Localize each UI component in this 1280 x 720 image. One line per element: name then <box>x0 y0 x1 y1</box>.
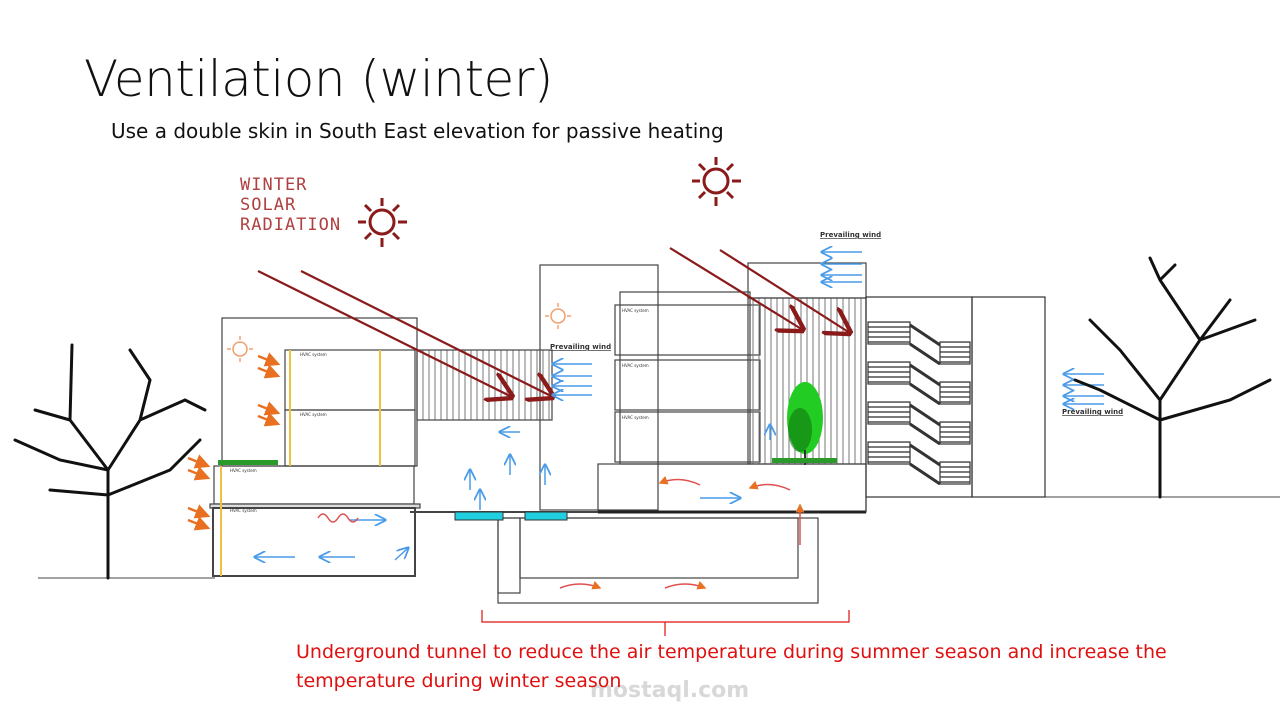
water-pool <box>524 511 568 521</box>
green-roof <box>772 458 837 463</box>
tunnel-bracket <box>481 610 850 636</box>
svg-text:Prevailing wind: Prevailing wind <box>1062 408 1123 416</box>
svg-text:WINTER: WINTER <box>240 175 307 195</box>
sun-icon <box>692 157 741 206</box>
stair-block <box>865 296 1046 498</box>
hvac-label: HVAC system <box>230 468 257 473</box>
tunnel-arrows <box>317 476 805 590</box>
hvac-label: HVAC system <box>622 308 649 313</box>
wind-label: Prevailing wind Prevailing wind Prevaili… <box>550 231 1123 416</box>
watermark: mostaql.com <box>590 678 750 703</box>
small-sun-icon <box>227 303 571 362</box>
svg-text:Prevailing wind: Prevailing wind <box>550 343 611 351</box>
heat-arrows <box>187 352 281 531</box>
hvac-label: HVAC system <box>622 363 649 368</box>
hvac-label: HVAC system <box>300 352 327 357</box>
wind-arrows <box>255 252 1104 560</box>
tunnel-caption: Underground tunnel to reduce the air tem… <box>296 641 1167 692</box>
sun-icon <box>358 198 407 247</box>
hvac-label: HVAC system <box>300 412 327 417</box>
winter-solar-radiation-label: WINTER SOLAR RADIATION <box>240 175 341 235</box>
svg-text:Prevailing wind: Prevailing wind <box>820 231 881 239</box>
solar-ray-arrows <box>257 247 850 397</box>
hvac-label: HVAC system <box>622 415 649 420</box>
slide-subtitle: Use a double skin in South East elevatio… <box>111 119 724 143</box>
svg-text:SOLAR: SOLAR <box>240 195 296 215</box>
bare-tree-right <box>1073 256 1272 499</box>
green-tree <box>787 382 823 465</box>
hvac-label: HVAC system <box>230 508 257 513</box>
green-roof <box>218 460 278 465</box>
slide-title: Ventilation (winter) <box>84 50 553 108</box>
water-pool <box>454 511 504 521</box>
svg-text:RADIATION: RADIATION <box>240 215 341 235</box>
bare-tree-left <box>13 343 207 580</box>
